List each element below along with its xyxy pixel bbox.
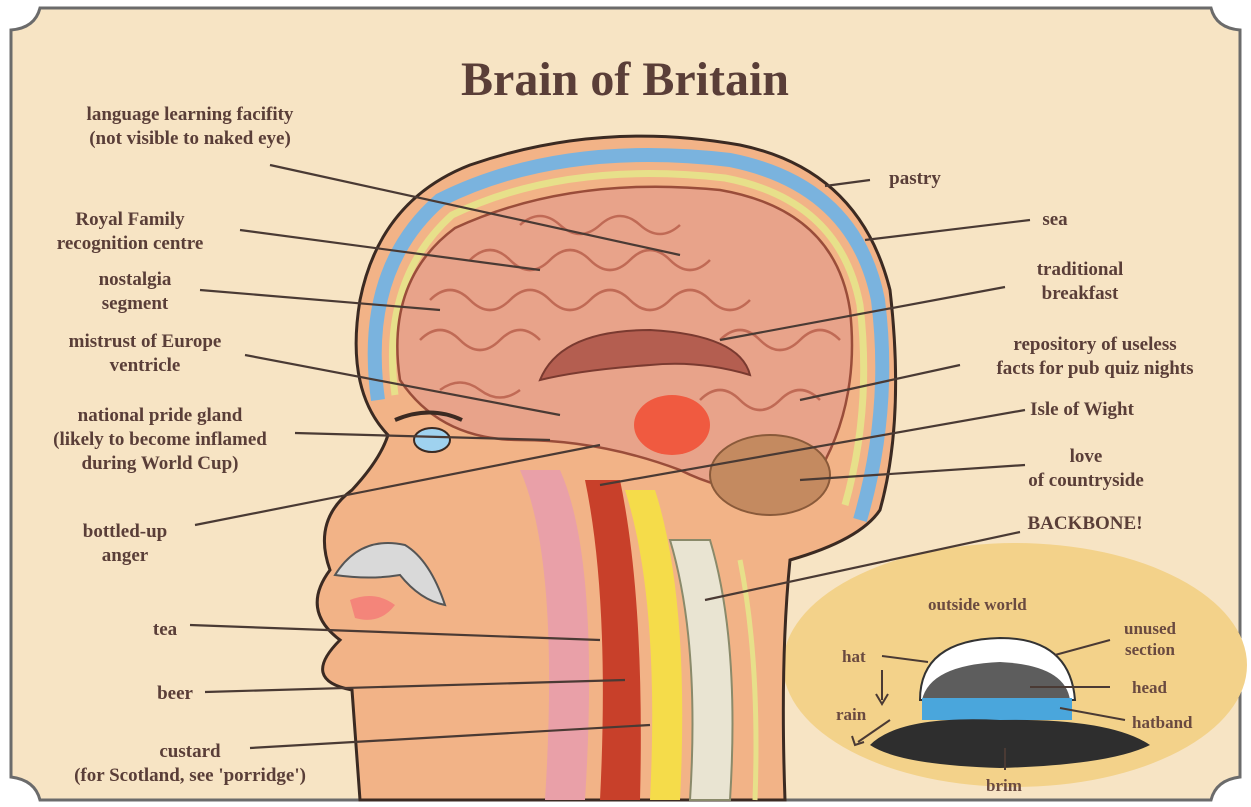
label-breakfast: traditional breakfast — [1037, 258, 1124, 306]
label-nostalgia-line1: nostalgia — [99, 268, 172, 292]
label-wight: Isle of Wight — [1030, 398, 1134, 422]
inset-label-unused: unused section — [1124, 618, 1176, 660]
label-royal-line1: Royal Family — [57, 208, 204, 232]
label-breakfast-line2: breakfast — [1037, 282, 1124, 306]
label-countryside-line1: love — [1028, 445, 1144, 469]
label-beer: beer — [157, 682, 193, 706]
label-custard: custard (for Scotland, see 'porridge') — [74, 740, 306, 788]
label-custard-line1: custard — [74, 740, 306, 764]
label-language-line1: language learning facifity — [87, 103, 294, 127]
label-mistrust: mistrust of Europe ventricle — [69, 330, 222, 378]
inset-label-rain: rain — [836, 704, 866, 725]
label-breakfast-line1: traditional — [1037, 258, 1124, 282]
label-countryside-line2: of countryside — [1028, 469, 1144, 493]
label-pride-line1: national pride gland — [53, 404, 267, 428]
label-language: language learning facifity (not visible … — [87, 103, 294, 151]
label-sea: sea — [1042, 208, 1067, 232]
inset-label-head: head — [1132, 677, 1167, 698]
label-pastry: pastry — [889, 167, 941, 191]
label-countryside: love of countryside — [1028, 445, 1144, 493]
pride-gland — [634, 395, 710, 455]
label-mistrust-line1: mistrust of Europe — [69, 330, 222, 354]
inset-label-hat: hat — [842, 646, 866, 667]
inset-label-outside: outside world — [928, 594, 1027, 615]
label-nostalgia-line2: segment — [99, 292, 172, 316]
label-anger: bottled-up anger — [83, 520, 167, 568]
label-pride: national pride gland (likely to become i… — [53, 404, 267, 476]
label-backbone: BACKBONE! — [1027, 512, 1142, 536]
label-repository-line1: repository of useless — [996, 333, 1193, 357]
hatband-stripe — [922, 698, 1072, 720]
eye — [414, 428, 450, 452]
label-tea: tea — [153, 618, 177, 642]
label-mistrust-line2: ventricle — [69, 354, 222, 378]
inset-label-unused-line2: section — [1124, 639, 1176, 660]
label-anger-line1: bottled-up — [83, 520, 167, 544]
label-language-line2: (not visible to naked eye) — [87, 127, 294, 151]
label-royal: Royal Family recognition centre — [57, 208, 204, 256]
label-pride-line2: (likely to become inflamed — [53, 428, 267, 452]
label-pride-line3: during World Cup) — [53, 452, 267, 476]
diagram-title: Brain of Britain — [461, 52, 789, 108]
label-royal-line2: recognition centre — [57, 232, 204, 256]
inset-label-unused-line1: unused — [1124, 618, 1176, 639]
inset-label-hatband: hatband — [1132, 712, 1192, 733]
label-repository: repository of useless facts for pub quiz… — [996, 333, 1193, 381]
label-repository-line2: facts for pub quiz nights — [996, 357, 1193, 381]
inset-label-brim: brim — [986, 775, 1022, 796]
label-nostalgia: nostalgia segment — [99, 268, 172, 316]
label-custard-line2: (for Scotland, see 'porridge') — [74, 764, 306, 788]
label-anger-line2: anger — [83, 544, 167, 568]
